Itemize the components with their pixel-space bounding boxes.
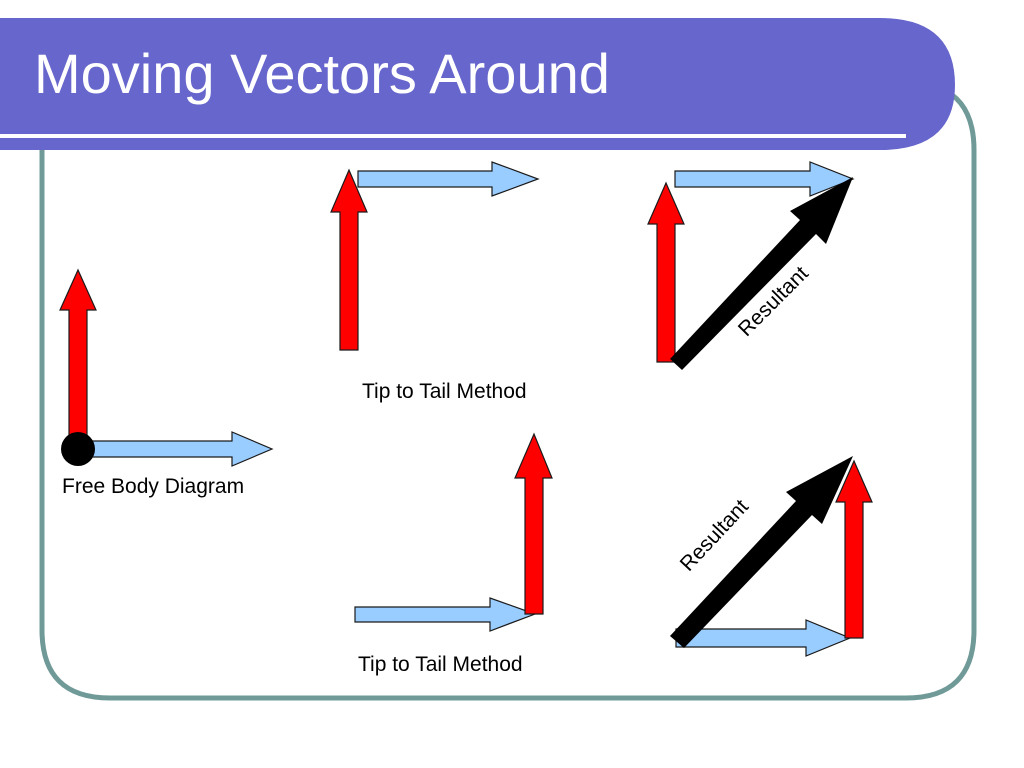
ttt-bottom-horizontal-vector xyxy=(354,597,537,632)
res-top-resultant-vector xyxy=(670,177,853,370)
fbd-vertical-vector xyxy=(59,268,97,443)
slide-title: Moving Vectors Around xyxy=(34,42,610,105)
fbd-body-dot xyxy=(61,432,95,466)
res-bottom-horizontal-vector xyxy=(675,619,852,657)
res-bottom-resultant-vector xyxy=(670,456,853,648)
title-banner xyxy=(0,18,955,150)
fbd-horizontal-vector xyxy=(87,431,274,467)
content-frame xyxy=(39,85,977,701)
ttt-top-label: Tip to Tail Method xyxy=(362,380,527,403)
ttt-bottom-vertical-vector xyxy=(514,432,553,615)
ttt-top-vertical-vector xyxy=(330,168,368,351)
ttt-bottom-label: Tip to Tail Method xyxy=(358,653,523,676)
res-top-horizontal-vector xyxy=(674,161,855,197)
res-bottom-vertical-vector xyxy=(835,459,873,639)
ttt-top-horizontal-vector xyxy=(357,161,540,197)
fbd-label: Free Body Diagram xyxy=(62,475,245,498)
res-top-vertical-vector xyxy=(647,181,685,363)
